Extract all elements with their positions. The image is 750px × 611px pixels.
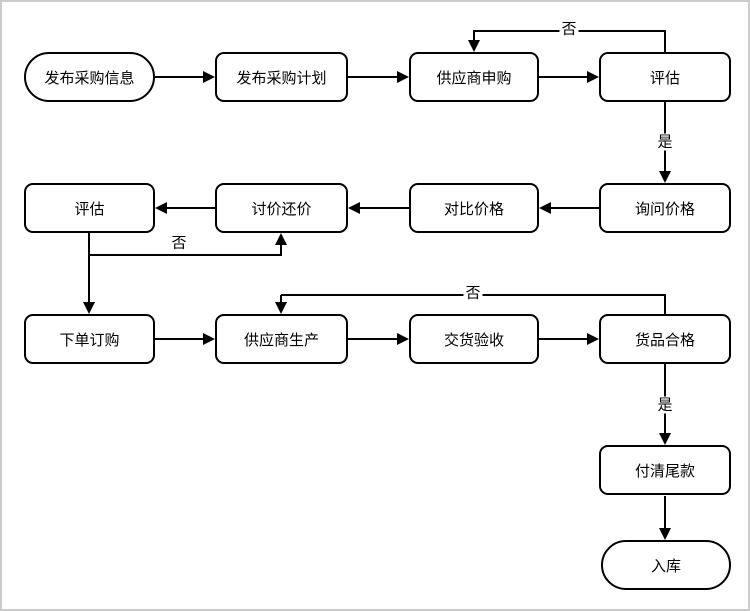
- node-goods-qualified: 货品合格: [599, 314, 731, 364]
- edge-label-eval1-no: 否: [559, 20, 579, 38]
- edge-pay-to-warehouse-line: [664, 496, 666, 528]
- edge-compare-to-bargain-arrowhead: [348, 202, 360, 214]
- edge-qualified-yes-arrowhead: [659, 433, 671, 445]
- node-evaluate-1: 评估: [599, 52, 731, 102]
- node-publish-info: 发布采购信息: [24, 52, 155, 102]
- edge-eval1-yes-arrowhead: [659, 171, 671, 183]
- edge-apply-to-evaluate-line: [539, 76, 587, 78]
- edge-order-to-produce-arrowhead: [203, 333, 215, 345]
- edge-order-to-produce-line: [155, 338, 203, 340]
- node-pay-balance: 付清尾款: [599, 445, 731, 495]
- edge-ask-to-compare-arrowhead: [539, 202, 551, 214]
- edge-compare-to-bargain-line: [360, 207, 409, 209]
- node-supplier-apply: 供应商申购: [409, 52, 539, 102]
- edge-accept-to-qualified-arrowhead: [587, 333, 599, 345]
- edge-ask-to-compare-line: [551, 207, 599, 209]
- node-warehouse-in: 入库: [601, 540, 731, 590]
- edge-bargain-to-eval2-arrowhead: [155, 202, 167, 214]
- edge-accept-to-qualified-line: [539, 338, 587, 340]
- node-evaluate-2: 评估: [24, 183, 155, 233]
- edge-plan-to-apply-arrowhead: [397, 71, 409, 83]
- edge-eval2-no-line: [89, 254, 282, 256]
- edge-label-qualified-no: 否: [463, 284, 483, 302]
- node-ask-price: 询问价格: [599, 183, 731, 233]
- edge-eval2-down-line: [88, 233, 90, 302]
- node-place-order: 下单订购: [24, 314, 155, 364]
- node-delivery-accept: 交货验收: [409, 314, 539, 364]
- edge-eval2-no-riser: [280, 245, 282, 256]
- edge-label-qualified-yes: 是: [655, 396, 675, 414]
- edge-info-to-plan-line: [155, 76, 203, 78]
- edge-pay-to-warehouse-arrowhead: [659, 528, 671, 540]
- edge-eval2-down-arrowhead: [83, 302, 95, 314]
- edge-eval1-no-drop: [473, 31, 475, 40]
- edge-eval1-no-riser: [664, 31, 666, 52]
- node-bargain: 讨价还价: [215, 183, 348, 233]
- edge-apply-to-evaluate-arrowhead: [587, 71, 599, 83]
- edge-qualified-no-arrowhead: [275, 302, 287, 314]
- edge-qualified-no-drop: [280, 295, 282, 302]
- edge-bargain-to-eval2-line: [167, 207, 215, 209]
- edge-eval1-no-arrowhead: [468, 40, 480, 52]
- edge-label-eval2-no: 否: [169, 234, 189, 252]
- edge-produce-to-accept-line: [348, 338, 397, 340]
- edge-qualified-no-riser: [664, 294, 666, 314]
- edge-plan-to-apply-line: [348, 76, 397, 78]
- node-publish-plan: 发布采购计划: [215, 52, 348, 102]
- edge-eval2-no-arrowhead: [275, 233, 287, 245]
- edge-produce-to-accept-arrowhead: [397, 333, 409, 345]
- node-compare-price: 对比价格: [409, 183, 539, 233]
- node-supplier-produce: 供应商生产: [215, 314, 348, 364]
- edge-info-to-plan-arrowhead: [203, 71, 215, 83]
- edge-label-eval1-yes: 是: [655, 133, 675, 151]
